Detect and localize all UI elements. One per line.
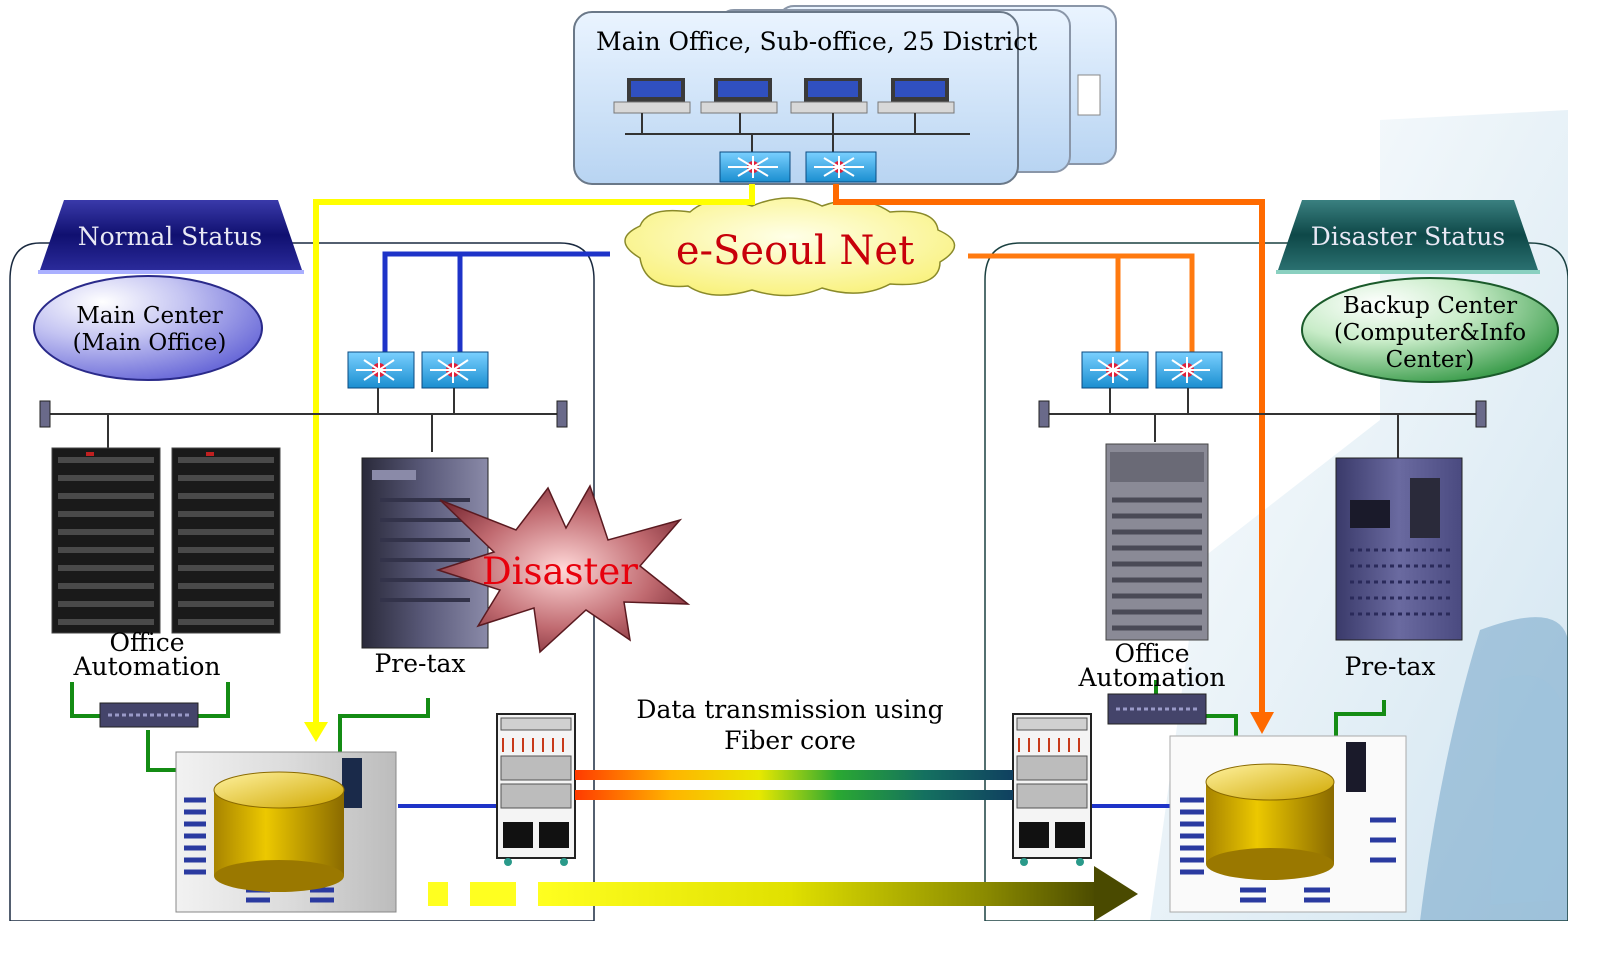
transmission-rack-icon xyxy=(496,713,576,866)
office-path-arrowhead xyxy=(304,722,328,742)
backup-network-link xyxy=(968,253,1195,352)
disaster-status-label: Disaster Status xyxy=(1310,222,1506,251)
cloud-network-icon xyxy=(624,197,956,297)
bus-terminator xyxy=(39,400,51,428)
bus-terminator xyxy=(1475,400,1487,428)
switch-group xyxy=(347,151,1223,389)
network-switch-icon xyxy=(1155,351,1223,389)
storage-links xyxy=(70,680,1386,772)
architecture-diagram: Main Office, Sub-office, 25 District e-S… xyxy=(9,5,1568,921)
backup-center-panel xyxy=(984,242,1568,921)
normal-status-banner xyxy=(38,200,304,274)
network-switch-icon xyxy=(719,151,791,183)
transmission-rack-icon xyxy=(1012,713,1092,866)
normal-status-label: Normal Status xyxy=(77,222,263,251)
backup-path-arrowhead xyxy=(1250,712,1274,734)
network-switch-icon xyxy=(347,351,415,389)
server-tower-icon xyxy=(361,457,489,649)
workstation-icon xyxy=(877,78,955,114)
network-switch-icon xyxy=(421,351,489,389)
bus-terminator xyxy=(556,400,568,428)
storage-switch-icon xyxy=(99,702,199,728)
backup-center-oval xyxy=(1301,277,1559,383)
replication-arrow xyxy=(428,866,1138,921)
storage-switch-icon xyxy=(1107,693,1207,725)
disaster-status-banner xyxy=(1276,200,1540,274)
storage-array-icon xyxy=(1169,735,1407,913)
network-switch-icon xyxy=(1081,351,1149,389)
server-rack-icon xyxy=(1105,443,1209,641)
office-automation-label: Office Automation xyxy=(73,628,221,681)
storage-array-icon xyxy=(175,751,397,913)
workstation-group xyxy=(613,78,970,152)
server-tower-icon xyxy=(1335,457,1463,641)
workstation-icon xyxy=(790,78,868,114)
office-automation-label: Office Automation xyxy=(1078,639,1226,692)
bus-terminator xyxy=(1038,400,1050,428)
office-path-line xyxy=(313,184,755,724)
explosion-burst-icon xyxy=(435,484,691,654)
office-title: Main Office, Sub-office, 25 District xyxy=(596,27,1038,56)
main-center-label: Main Center (Main Office) xyxy=(72,303,227,356)
backup-path-line xyxy=(833,184,1265,716)
office-panel-front xyxy=(573,11,1019,185)
disaster-label: Disaster xyxy=(482,550,638,593)
pretax-label: Pre-tax xyxy=(1344,652,1436,681)
network-links xyxy=(313,184,1265,724)
network-switch-icon xyxy=(805,151,877,183)
pretax-label: Pre-tax xyxy=(374,649,466,678)
workstation-icon xyxy=(613,78,691,114)
diagram-canvas xyxy=(9,5,1568,921)
network-label: e-Seoul Net xyxy=(675,228,915,274)
workstation-icon xyxy=(1077,74,1101,116)
fiber-core-line xyxy=(575,790,1013,800)
lan-bus xyxy=(46,388,1480,458)
server-rack-icon xyxy=(51,447,161,634)
main-center-oval xyxy=(33,275,263,381)
backup-center-label: Backup Center (Computer&Info Center) xyxy=(1333,293,1527,373)
server-rack-icon xyxy=(171,447,281,634)
main-network-link xyxy=(382,251,610,352)
fiber-core-line xyxy=(575,770,1013,780)
fiber-transmission-label: Data transmission using Fiber core xyxy=(636,695,944,755)
